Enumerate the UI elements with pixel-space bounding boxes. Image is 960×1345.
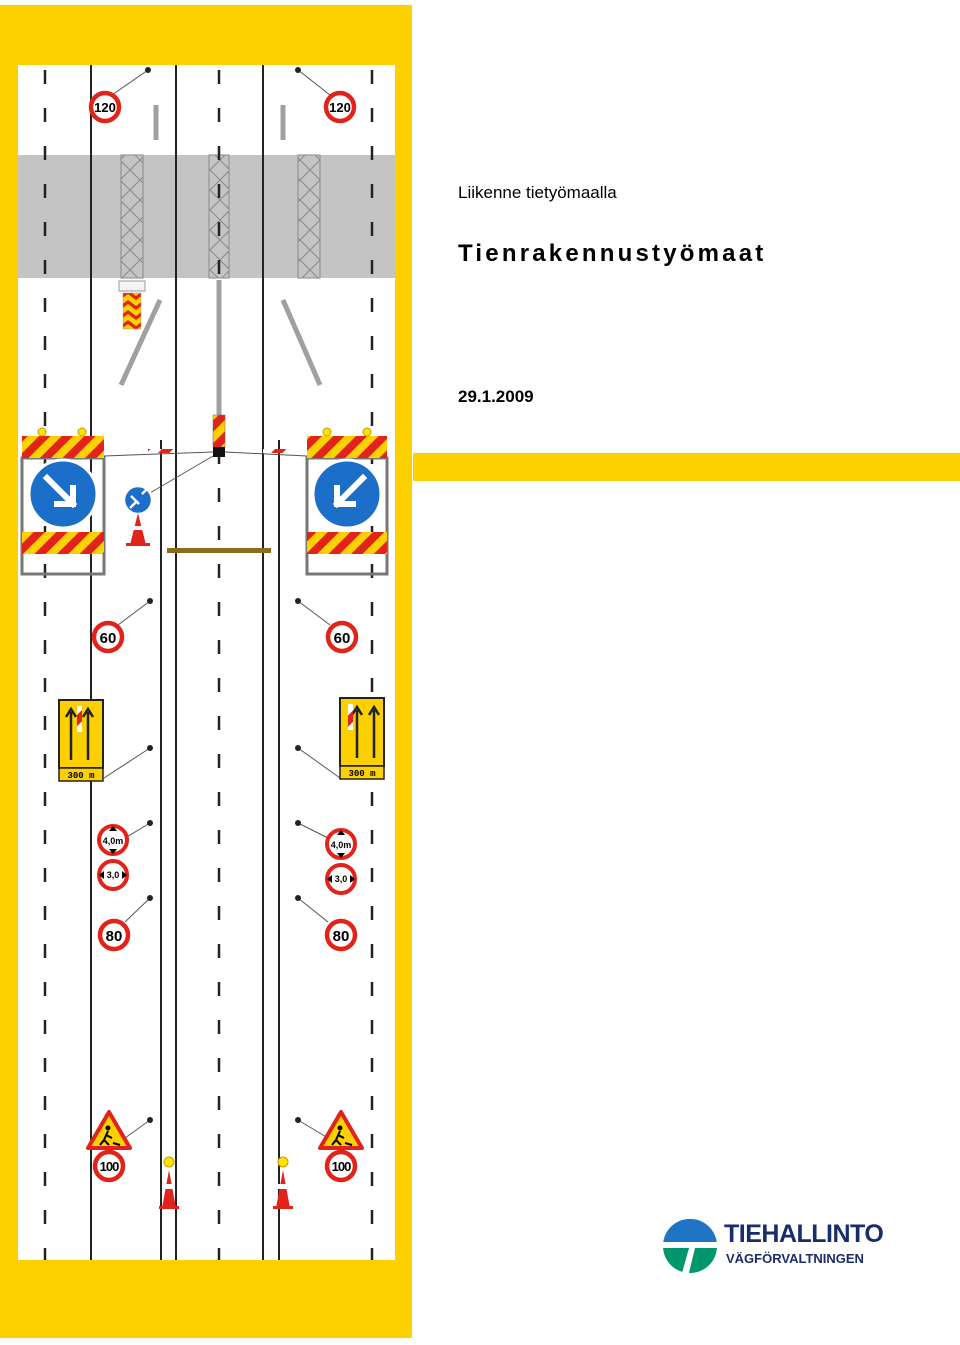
bridge-overpass (18, 155, 395, 278)
sign-label: 4,0m (331, 840, 352, 850)
speed-limit-100-left: 100 (92, 1149, 126, 1183)
sign-label: 300 m (67, 771, 95, 781)
sign-label: 80 (333, 928, 350, 945)
sign-label: 120 (329, 100, 351, 115)
sign-label: 60 (100, 630, 117, 647)
width-limit-sign-left: 3,0 (97, 859, 129, 891)
sign-label: 120 (94, 100, 116, 115)
bridge-pillar-right (297, 154, 321, 279)
speed-limit-80-left: 80 (97, 918, 131, 952)
pass-either-side-sign (122, 484, 154, 546)
height-limit-sign-right: 4,0m (325, 828, 357, 860)
sign-label: 3,0 (107, 870, 120, 880)
guardrail-right (280, 299, 323, 386)
chevron-marker-left (122, 292, 142, 330)
barrier-left (20, 427, 106, 576)
speed-limit-60-right: 60 (325, 620, 359, 654)
guardrail-left (118, 298, 163, 387)
sign-label: 3,0 (335, 874, 348, 884)
sign-label: 80 (106, 928, 123, 945)
sign-label: 60 (334, 630, 351, 647)
roadworks-warning-sign-right (318, 1110, 364, 1150)
tiehallinto-logo: TIEHALLINTO VÄGFÖRVALTNINGEN (662, 1218, 884, 1278)
lane-layout-sign-right: 300 m (339, 697, 385, 780)
speed-limit-120-left: 120 (88, 90, 122, 124)
width-limit-sign-right: 3,0 (325, 863, 357, 895)
document-subtitle: Liikenne tietyömaalla (458, 183, 617, 202)
lane-layout-sign-left: 300 m (58, 699, 104, 782)
sign-label: 100 (332, 1159, 351, 1174)
logo-name: TIEHALLINTO (724, 1220, 884, 1248)
roadworks-warning-sign-left (86, 1110, 132, 1150)
traffic-cone-left (159, 1156, 179, 1209)
sign-label: 100 (100, 1159, 119, 1174)
document-title: Tienrakennustyömaat (458, 240, 767, 267)
height-limit-sign-left: 4,0m (97, 824, 129, 856)
barrier-right (305, 427, 389, 576)
sign-label: 300 m (348, 769, 376, 779)
speed-limit-60-left: 60 (91, 620, 125, 654)
logo-subname: VÄGFÖRVALTNINGEN (726, 1251, 864, 1266)
accent-band (413, 453, 960, 481)
lane-closure-bar (167, 548, 271, 553)
speed-limit-100-right: 100 (324, 1149, 358, 1183)
sign-label: 4,0m (103, 836, 124, 846)
document-date: 29.1.2009 (458, 387, 534, 406)
speed-limit-120-right: 120 (323, 90, 357, 124)
traffic-cone-right (273, 1156, 293, 1209)
bridge-pillar-left (120, 154, 144, 279)
speed-limit-80-right: 80 (324, 918, 358, 952)
logo-mark-icon (663, 1219, 717, 1273)
road-work-illustration: 120 120 (18, 65, 395, 1260)
bridge-pillar-middle (208, 154, 230, 279)
